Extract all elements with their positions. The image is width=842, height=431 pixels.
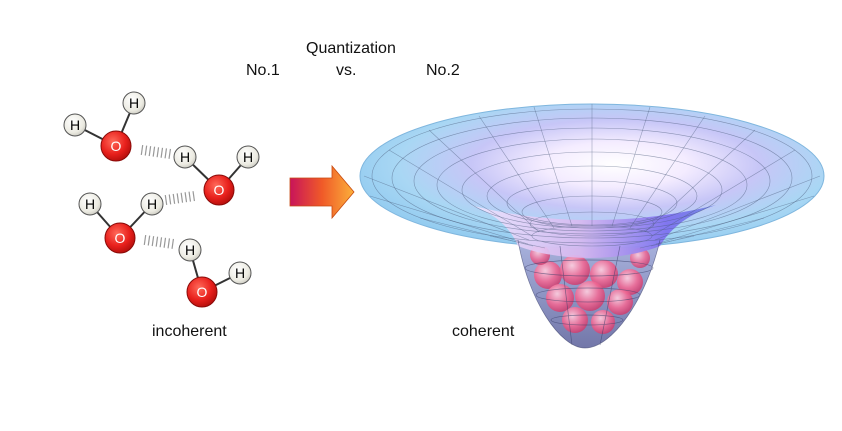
incoherent-caption: incoherent [152,323,227,340]
hydrogen-label: H [243,149,253,165]
water-molecule-3: H H O [78,192,164,254]
oxygen-label: O [197,284,208,300]
title: Quantization [306,40,396,57]
left-label: No.1 [246,62,280,79]
transition-arrow-icon [289,164,355,220]
oxygen-label: O [111,138,122,154]
water-molecule-2: H H O [173,145,260,206]
oxygen-label: O [115,230,126,246]
hydrogen-label: H [85,196,95,212]
hydrogen-label: H [180,149,190,165]
funnel-grid-radials [363,104,821,249]
versus-label: vs. [336,62,357,79]
hydrogen-label: H [235,265,245,281]
potential-funnel [359,103,825,349]
water-molecules: H H O H H O H H O H H [63,91,260,308]
hydrogen-bonds [140,144,196,249]
water-molecule-4: H H O [178,238,252,308]
hydrogen-label: H [147,196,157,212]
oxygen-label: O [214,182,225,198]
hydrogen-label: H [185,242,195,258]
right-label: No.2 [426,62,460,79]
water-molecule-1: H H O [63,91,146,162]
coherent-caption: coherent [452,323,515,340]
hydrogen-label: H [70,117,80,133]
well-grid [517,239,661,349]
hydrogen-label: H [129,95,139,111]
